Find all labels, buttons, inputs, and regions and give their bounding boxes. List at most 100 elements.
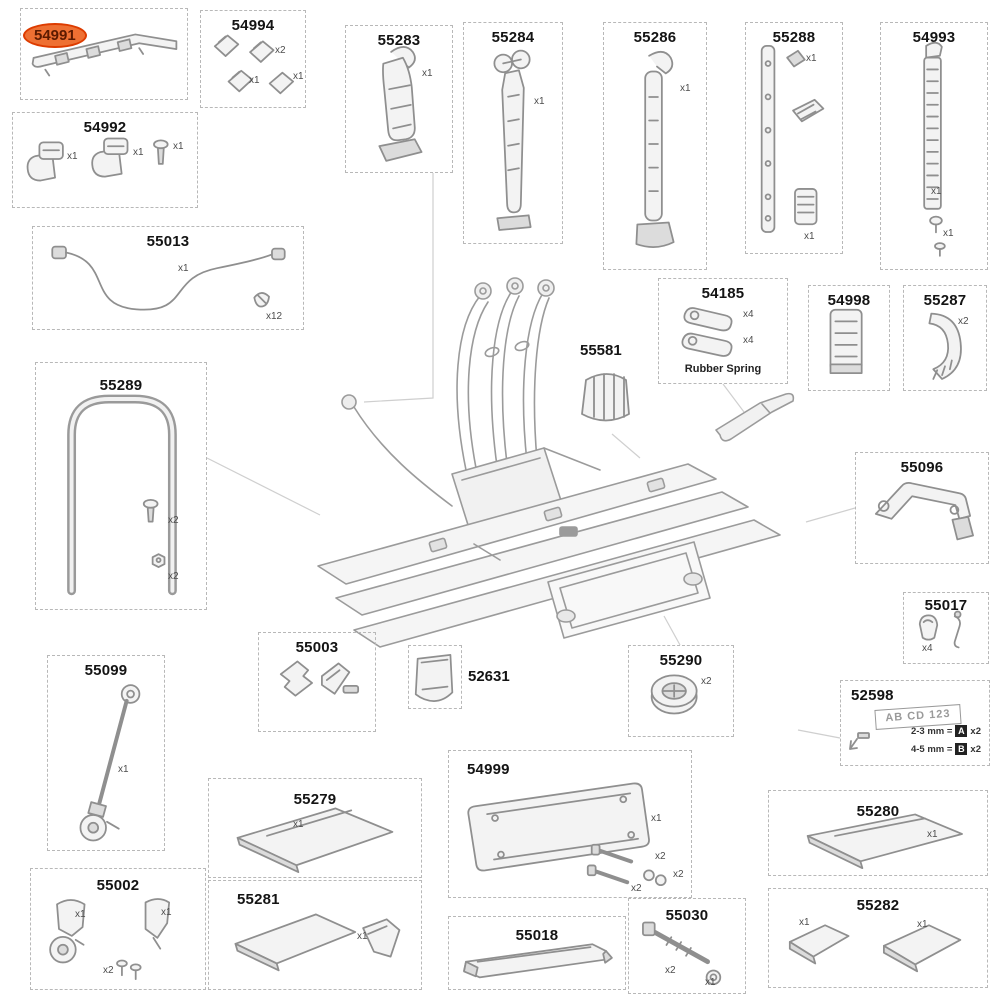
quantity-label: x2 xyxy=(958,316,969,327)
quantity-label: x2 xyxy=(168,515,179,526)
ribbed-pad-drawing xyxy=(829,308,863,374)
part-box-54998[interactable]: 54998 xyxy=(808,285,890,391)
part-box-55289[interactable]: 55289 x2 x2 xyxy=(35,362,207,610)
part-box-55003[interactable]: 55003 xyxy=(258,632,376,732)
quantity-label: x2 xyxy=(168,571,179,582)
part-number: 55284 xyxy=(491,29,535,46)
part-box-55288[interactable]: 55288 x1 x1 xyxy=(745,22,843,254)
cover-drawing xyxy=(806,813,963,870)
u-frame-drawing xyxy=(67,394,177,596)
part-box-55282[interactable]: 55282 x1 x1 xyxy=(768,888,988,988)
quantity-label: x1 xyxy=(943,228,954,239)
part-box-55096[interactable]: 55096 xyxy=(855,452,989,564)
quantity-label: x2 xyxy=(701,676,712,687)
quantity-label: x2 xyxy=(673,869,684,880)
part-box-55286[interactable]: 55286 x1 xyxy=(603,22,707,270)
quantity-label: x1 xyxy=(804,231,815,242)
quantity-label: x1 xyxy=(927,829,938,840)
cup-holder-drawing xyxy=(414,653,454,702)
part-number-highlighted: 54991 xyxy=(23,23,87,48)
part-box-55287[interactable]: 55287 x2 xyxy=(903,285,987,391)
part-box-54994[interactable]: 54994 x2 x1 x1 xyxy=(200,10,306,108)
quantity-label: x4 xyxy=(743,309,754,320)
part-box-54993[interactable]: 54993 x1 x1 xyxy=(880,22,988,270)
part-box-55002[interactable]: 55002 x1 x1 x2 xyxy=(30,868,206,990)
highlight-ellipse: 54991 xyxy=(23,23,87,48)
quantity-label: x1 xyxy=(178,263,189,274)
part-box-55099[interactable]: 55099 x1 xyxy=(47,655,165,851)
part-number: 55283 xyxy=(377,32,421,49)
part-box-55281[interactable]: 55281 x1 xyxy=(208,880,422,990)
cover-pair-drawing xyxy=(788,924,962,973)
screw-icon xyxy=(849,732,870,750)
part-box-55290[interactable]: 55290 x2 xyxy=(628,645,734,737)
part-number: 55279 xyxy=(293,791,337,808)
claw-drawing xyxy=(928,312,962,380)
part-box-55013[interactable]: 55013 x1 x12 xyxy=(32,226,304,330)
part-number: 55096 xyxy=(900,459,944,476)
quantity-label: x4 xyxy=(743,335,754,346)
bolt-kit-drawing xyxy=(642,921,722,986)
part-box-52631[interactable] xyxy=(408,645,462,709)
caster-wheel-drawing xyxy=(49,898,171,981)
quantity-label: x2 xyxy=(631,883,642,894)
part-number: 55281 xyxy=(237,891,280,908)
part-box-54991[interactable]: 54991 xyxy=(20,8,188,100)
cover-drawing xyxy=(236,807,394,873)
quantity-label: x2 xyxy=(970,725,981,737)
quantity-label: x2 xyxy=(655,851,666,862)
part-number: 55002 xyxy=(96,877,140,894)
part-number: 54992 xyxy=(83,119,127,136)
measure-row: 2-3 mm = A x2 xyxy=(911,725,981,737)
size-code-badge: A xyxy=(955,725,968,737)
connector-lines xyxy=(206,173,856,739)
quantity-label: x1 xyxy=(249,75,260,86)
part-box-54185[interactable]: 54185 x4 x4 Rubber Spring xyxy=(658,278,788,384)
quantity-label: x1 xyxy=(173,141,184,152)
part-box-55280[interactable]: 55280 x1 xyxy=(768,790,988,876)
part-box-54999[interactable]: 54999 x1 x2 x2 x2 xyxy=(448,750,692,898)
part-box-55018[interactable]: 55018 xyxy=(448,916,626,990)
quantity-label: x1 xyxy=(917,919,928,930)
part-number-55581[interactable]: 55581 xyxy=(580,342,622,359)
rubber-spring-drawing xyxy=(681,307,733,357)
buckle-set-drawing xyxy=(26,137,169,182)
part-box-55283[interactable]: 55283 x1 xyxy=(345,25,453,173)
part-box-55279[interactable]: 55279 x1 xyxy=(208,778,422,878)
part-number: 55003 xyxy=(295,639,339,656)
part-number: 55018 xyxy=(515,927,559,944)
quantity-label: x2 xyxy=(275,45,286,56)
cover-small-drawing xyxy=(234,913,401,972)
wheel-rod-drawing xyxy=(79,684,141,842)
part-box-54992[interactable]: 54992 x1 x1 x1 xyxy=(12,112,198,208)
quantity-label: x2 xyxy=(970,743,981,755)
part-number-52631[interactable]: 52631 xyxy=(468,668,510,685)
part-box-55017[interactable]: 55017 x4 xyxy=(903,592,989,664)
part-note: Rubber Spring xyxy=(684,363,762,375)
clip-set-drawing xyxy=(213,34,295,95)
quantity-label: x1 xyxy=(293,819,304,830)
part-number: 54993 xyxy=(912,29,956,46)
quantity-label: x1 xyxy=(799,917,810,928)
quantity-label: x1 xyxy=(293,71,304,82)
strap-buckle-drawing xyxy=(378,46,423,162)
quantity-label: x12 xyxy=(266,311,283,322)
quantity-label: x1 xyxy=(680,83,691,94)
part-box-52598[interactable]: 52598 AB CD 123 2-3 mm = A x2 4-5 mm = B… xyxy=(840,680,990,766)
part-number: 55013 xyxy=(146,233,190,250)
part-box-55030[interactable]: 55030 x2 x1 xyxy=(628,898,746,994)
bike-arm-long-drawing xyxy=(635,50,675,248)
part-number: 55288 xyxy=(772,29,816,46)
holder-drawing xyxy=(581,373,630,422)
part-box-55284[interactable]: 55284 x1 xyxy=(463,22,563,244)
quantity-label: x1 xyxy=(75,909,86,920)
bracket-drawing xyxy=(874,482,974,541)
quantity-label: x1 xyxy=(534,96,545,107)
rail-kit-drawing xyxy=(31,33,178,77)
clip-pair-drawing xyxy=(279,660,360,697)
size-code-badge: B xyxy=(955,743,968,755)
quantity-label: x2 xyxy=(665,965,676,976)
quantity-label: x1 xyxy=(67,151,78,162)
part-number: 55030 xyxy=(665,907,709,924)
